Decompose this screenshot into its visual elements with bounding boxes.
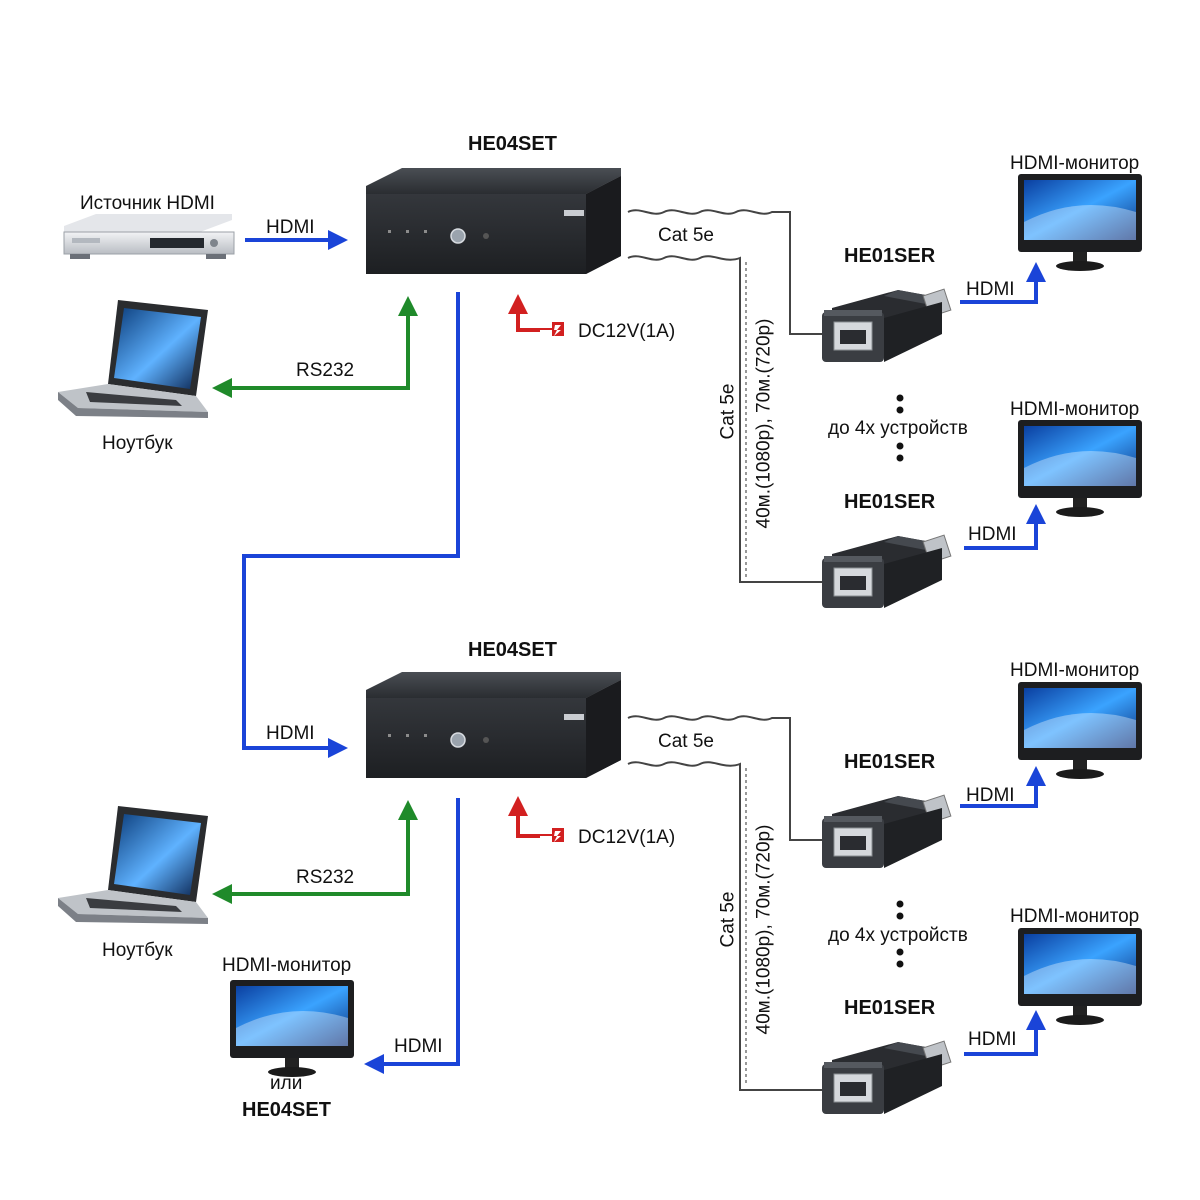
rs232-label: RS232 (296, 360, 355, 381)
receiver-dongle-icon (821, 534, 952, 609)
power-label: DC12V(1A) (578, 827, 676, 848)
hdmi-out-arrow (964, 1010, 1046, 1056)
cat-vertical-label: Cat 5e (717, 891, 739, 948)
hdmi-out-label: HDMI (968, 524, 1017, 545)
extender-box-icon (365, 671, 622, 779)
laptop-label: Ноутбук (102, 940, 173, 961)
hdmi-out-label: HDMI (966, 279, 1015, 300)
receiver-title: HE01SER (844, 997, 936, 1019)
loop-monitor-label: HDMI-монитор (222, 955, 352, 976)
receiver-title: HE01SER (844, 245, 936, 267)
rs232-label: RS232 (296, 867, 355, 888)
laptop-icon (58, 806, 208, 924)
loop-alt-label: HE04SET (242, 1099, 331, 1121)
monitor-label: HDMI-монитор (1010, 660, 1140, 681)
power-arrow (508, 294, 540, 332)
power-arrow (508, 796, 540, 838)
receiver-dongle-icon (821, 794, 952, 869)
cat5e-cable-2 (627, 255, 822, 583)
receiver-title: HE01SER (844, 491, 936, 513)
hdmi-out-label: HDMI (966, 785, 1015, 806)
ellipsis-dots (896, 394, 904, 462)
cat5e-cable-1 (627, 715, 822, 841)
up-to-devices-label: до 4х устройств (828, 925, 968, 946)
power-plug-icon (540, 828, 564, 842)
cat5e-cable-1 (627, 209, 822, 335)
power-plug-icon (540, 322, 564, 336)
distance-label: 40м.(1080р), 70м.(720р) (753, 824, 775, 1035)
laptop-label: Ноутбук (102, 433, 173, 454)
monitor-label: HDMI-монитор (1010, 399, 1140, 420)
monitor-icon (1018, 682, 1142, 779)
extender-box-icon (365, 167, 622, 275)
loop-hdmi-label: HDMI (394, 1036, 443, 1057)
ellipsis-dots (896, 900, 904, 968)
dvd-player-icon (63, 214, 235, 259)
hdmi-in-label: HDMI (266, 217, 315, 238)
hdmi-loop-out-arrow (364, 798, 460, 1074)
cat-vertical-label: Cat 5e (717, 383, 739, 440)
monitor-label: HDMI-монитор (1010, 906, 1140, 927)
hdmi-out-arrow (960, 766, 1046, 808)
hdmi-in-label: HDMI (266, 723, 315, 744)
monitor-icon (1018, 420, 1142, 517)
laptop-icon (58, 300, 208, 418)
monitor-icon (1018, 928, 1142, 1025)
cat-top-label: Cat 5e (658, 225, 714, 246)
hdmi-loop-link (242, 292, 460, 758)
loop-or-label: или (270, 1073, 303, 1094)
power-label: DC12V(1A) (578, 321, 676, 342)
monitor-label: HDMI-монитор (1010, 153, 1140, 174)
hdmi-out-label: HDMI (968, 1029, 1017, 1050)
cat-top-label: Cat 5e (658, 731, 714, 752)
up-to-devices-label: до 4х устройств (828, 418, 968, 439)
source-label: Источник HDMI (80, 193, 215, 214)
cat5e-cable-2 (627, 761, 822, 1091)
hdmi-out-arrow (964, 504, 1046, 550)
hdmi-out-arrow (960, 262, 1046, 304)
receiver-title: HE01SER (844, 751, 936, 773)
rs232-link (212, 800, 418, 904)
extender-title: HE04SET (468, 133, 557, 155)
receiver-dongle-icon (821, 288, 952, 363)
distance-label: 40м.(1080р), 70м.(720р) (753, 318, 775, 529)
monitor-icon (1018, 174, 1142, 271)
receiver-dongle-icon (821, 1040, 952, 1115)
rs232-link (212, 296, 418, 398)
extender-title: HE04SET (468, 639, 557, 661)
monitor-icon (230, 980, 354, 1077)
